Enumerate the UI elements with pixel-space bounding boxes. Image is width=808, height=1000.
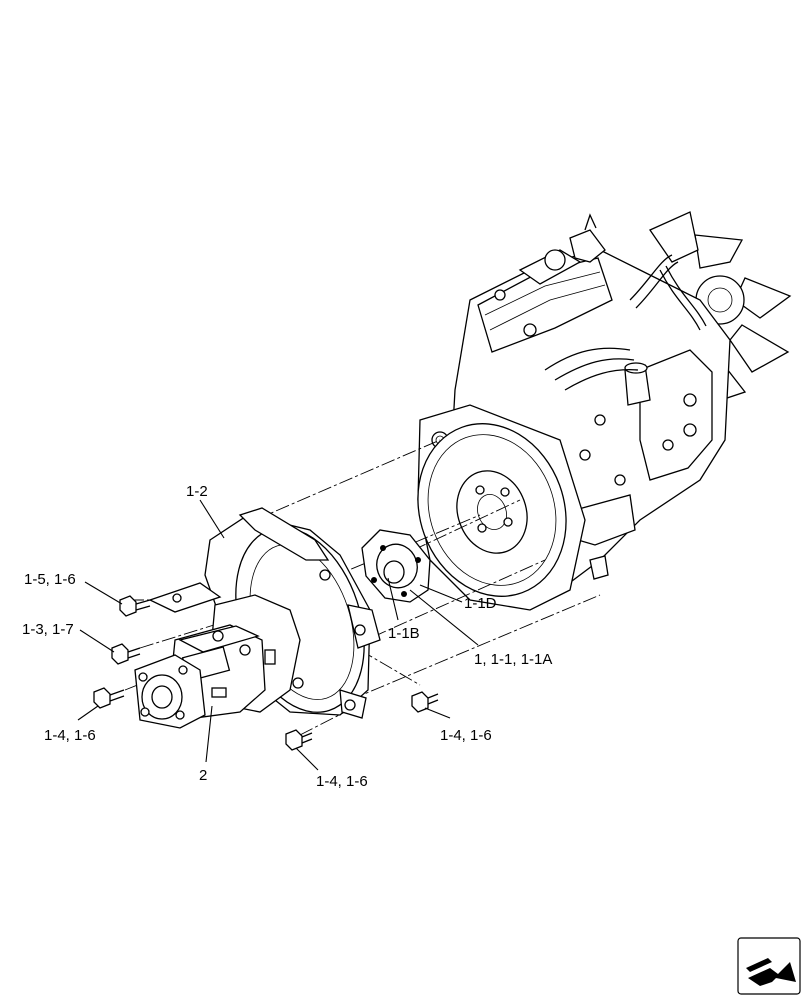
callout-1-1B: 1-1B: [388, 625, 420, 642]
hydraulic-pump: [134, 594, 301, 729]
bolt-1-5-1-6: [119, 595, 151, 617]
coupling-assembly: [361, 529, 431, 603]
callout-1-4-1-6-bottom: 1-4, 1-6: [316, 773, 368, 790]
callout-1-5-1-6: 1-5, 1-6: [24, 571, 76, 588]
leader-lines: [77, 499, 479, 771]
bolt-1-4-1-6-right: [411, 691, 439, 713]
callout-labels: 1-2 1-5, 1-6 1-3, 1-7 1-4, 1-6 2 1-4, 1-…: [22, 483, 552, 790]
navigation-arrow-icon[interactable]: [737, 937, 801, 995]
bolt-1-3-1-7: [111, 643, 141, 665]
callout-1-4-1-6-left: 1-4, 1-6: [44, 727, 96, 744]
bolt-1-4-1-6-left: [93, 687, 125, 709]
bolt-1-4-1-6-bottom: [285, 729, 313, 751]
callout-1-4-1-6-right: 1-4, 1-6: [440, 727, 492, 744]
engine-assembly: [417, 211, 792, 611]
callout-1-3-1-7: 1-3, 1-7: [22, 621, 74, 638]
callout-1-1D: 1-1D: [464, 595, 497, 612]
callout-2: 2: [199, 767, 207, 784]
callout-1-1-1-1-1A: 1, 1-1, 1-1A: [474, 651, 552, 668]
callout-1-2: 1-2: [186, 483, 208, 500]
cooling-fan: [649, 211, 792, 403]
